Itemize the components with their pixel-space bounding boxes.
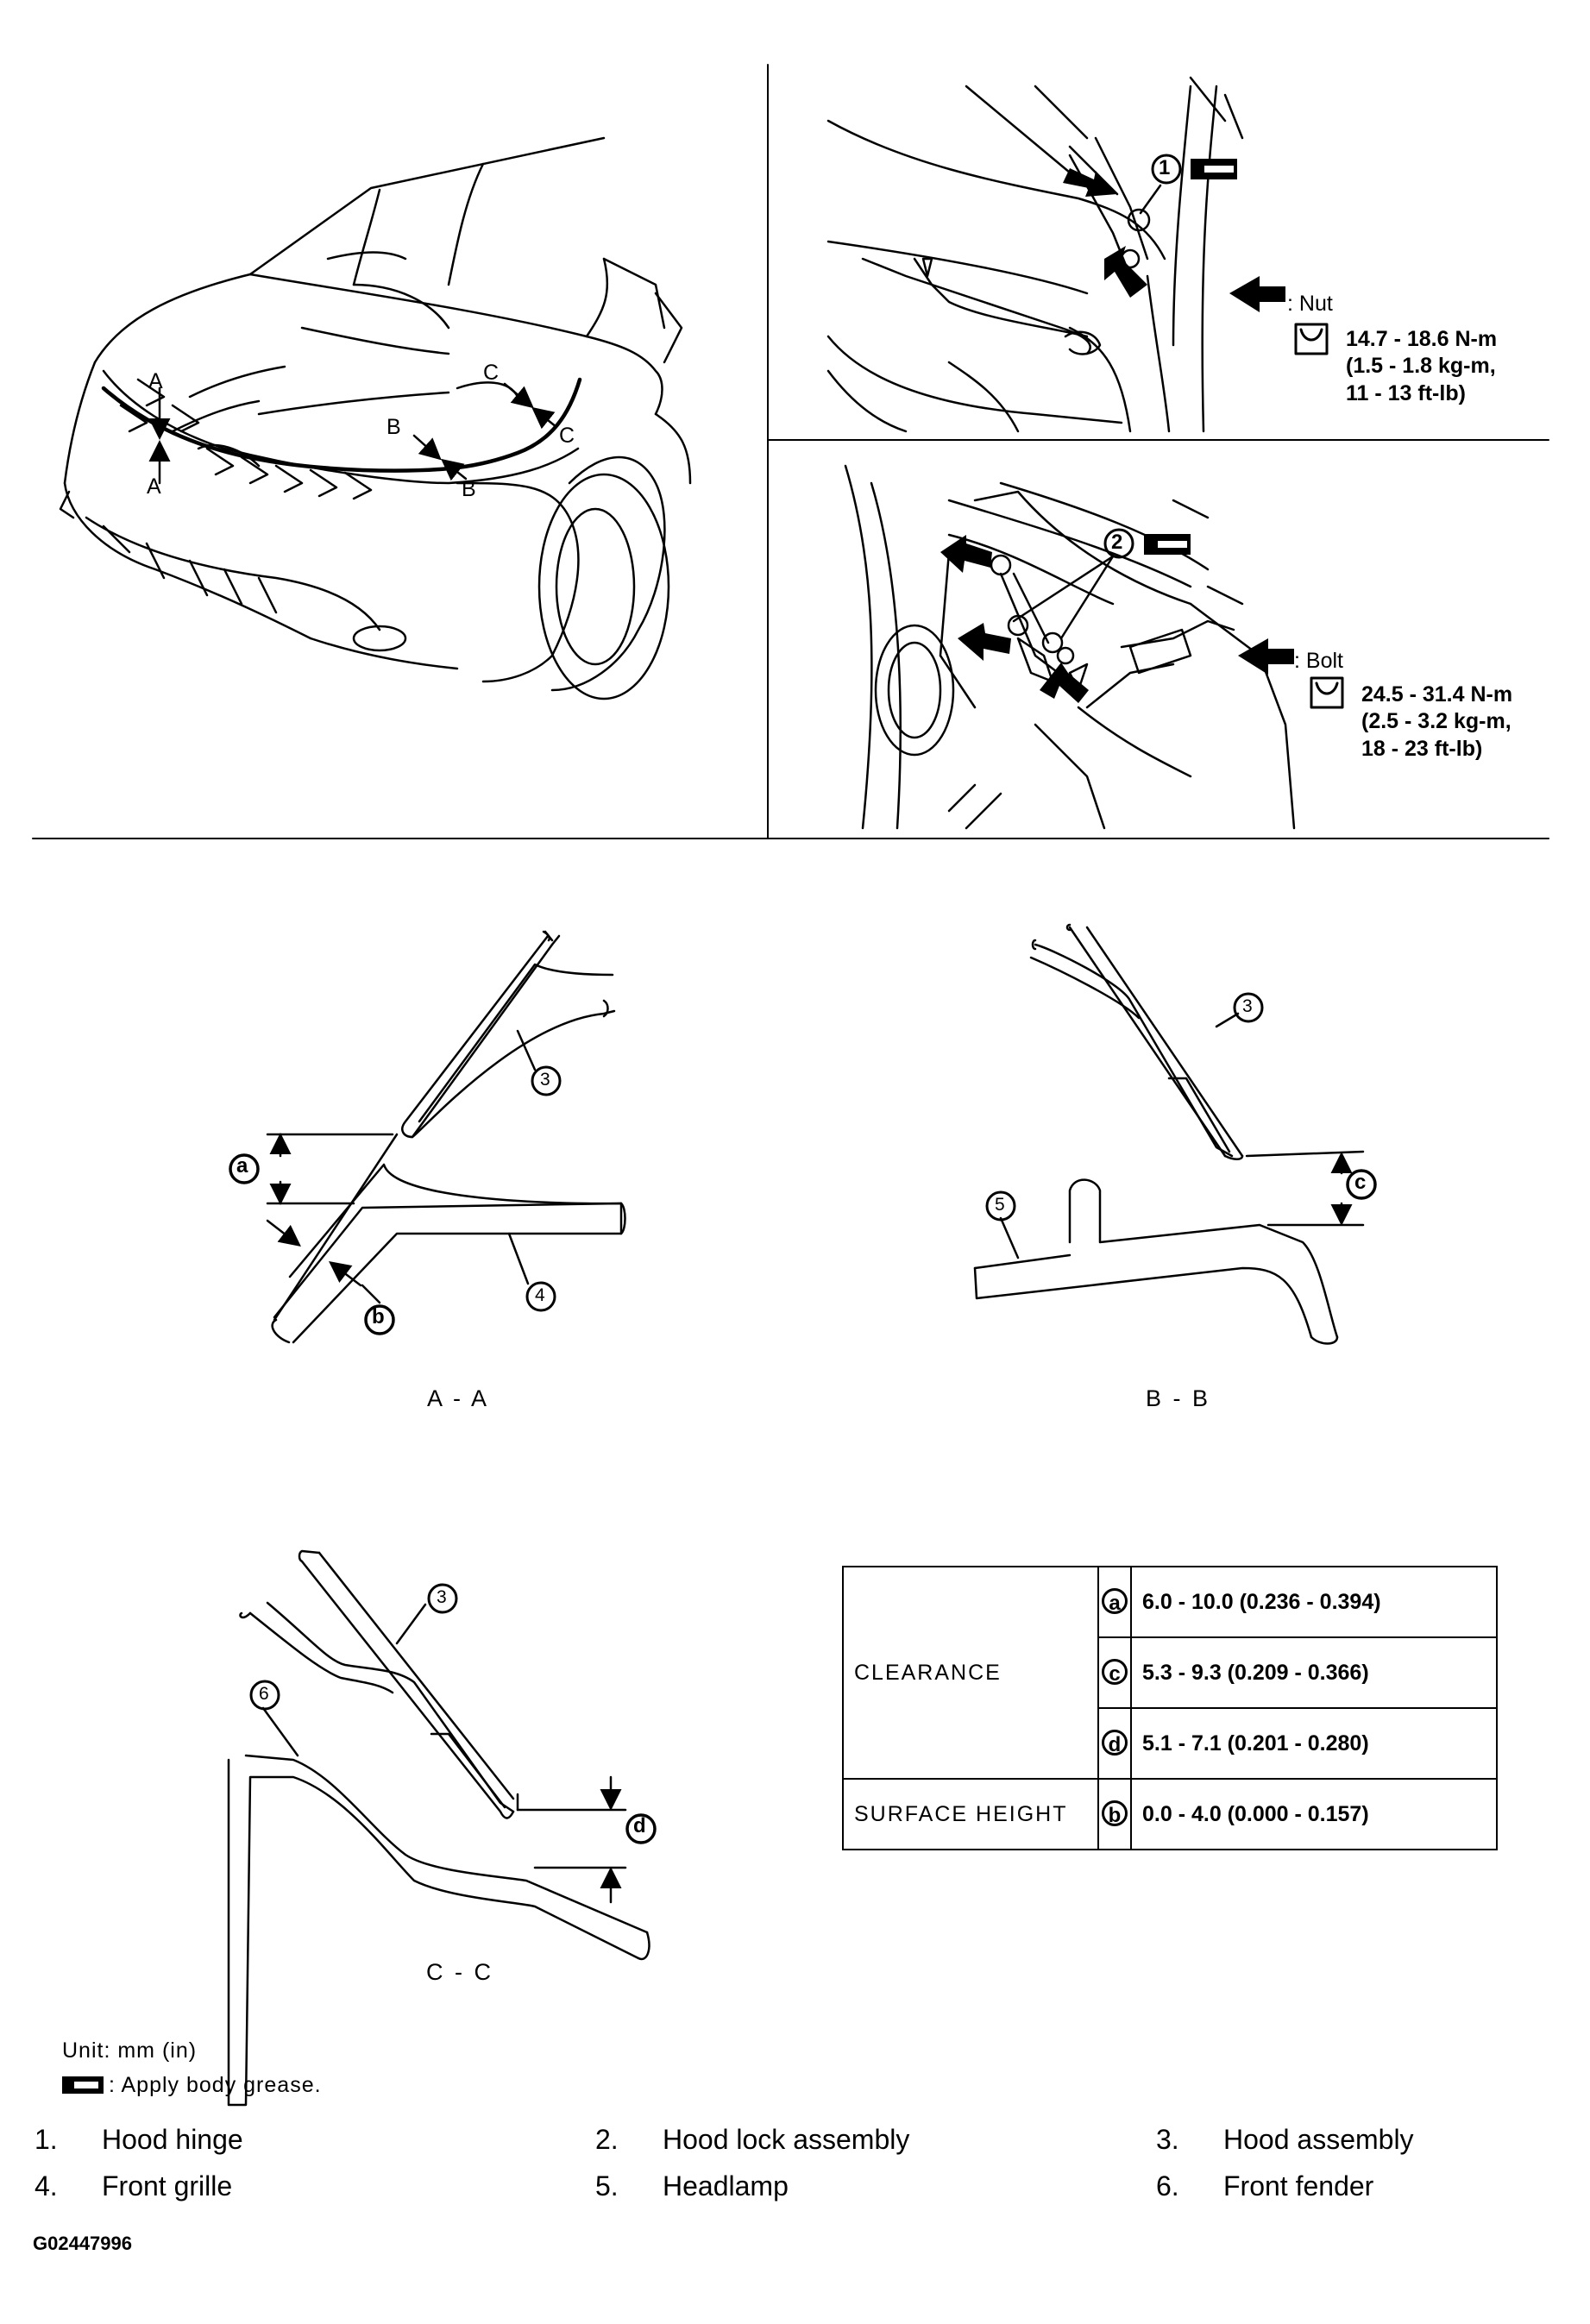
section-bb [973, 923, 1377, 1345]
callout-1: 1 [1159, 156, 1171, 179]
surface-height-value: 0.0 - 4.0 (0.000 - 0.157) [1130, 1778, 1498, 1850]
section-aa [229, 930, 626, 1344]
hood-hinge-detail [826, 76, 1329, 433]
list-item: 4.Front grille [35, 2170, 233, 2202]
nut-label: : Nut [1287, 292, 1333, 316]
callout-4: 4 [535, 1285, 545, 1305]
view-label-a-bottom: A [147, 474, 161, 499]
list-item: 2.Hood lock assembly [595, 2124, 910, 2155]
symbol-a: a [1102, 1588, 1128, 1615]
list-item: 1.Hood hinge [35, 2124, 243, 2155]
clearance-table: CLEARANCE a 6.0 - 10.0 (0.236 - 0.394) c… [842, 1566, 1498, 1850]
hood-lock-detail [844, 464, 1344, 830]
nut-torque-spec: 14.7 - 18.6 N-m (1.5 - 1.8 kg-m, 11 - 13… [1346, 326, 1497, 407]
notes: Unit: mm (in) : Apply body grease. [62, 2033, 322, 2102]
symbol-c: c [1102, 1659, 1128, 1686]
nut-torque-nm: 14.7 - 18.6 N-m [1346, 327, 1498, 351]
callout-c: c [1354, 1171, 1367, 1194]
view-label-b-top: B [387, 415, 401, 439]
callout-b: b [372, 1305, 385, 1328]
callout-5: 5 [995, 1195, 1005, 1215]
callout-3-cc: 3 [437, 1587, 447, 1607]
list-item: 6.Front fender [1156, 2170, 1374, 2202]
nut-torque-ftlb: 11 - 13 ft-lb) [1346, 380, 1466, 405]
car-front-view [59, 136, 692, 700]
clearance-d-value: 5.1 - 7.1 (0.201 - 0.280) [1130, 1707, 1498, 1780]
table-row: SURFACE HEIGHT b 0.0 - 4.0 (0.000 - 0.15… [842, 1778, 1498, 1850]
view-label-c-top: C [483, 361, 500, 385]
callout-2: 2 [1111, 531, 1123, 554]
callout-a: a [236, 1154, 248, 1178]
list-item: 3.Hood assembly [1156, 2124, 1414, 2155]
view-label-c-bottom: C [559, 424, 575, 448]
bolt-torque-kgm: (2.5 - 3.2 kg-m, [1361, 709, 1511, 734]
bolt-label: : Bolt [1294, 649, 1343, 673]
section-title-bb: B - B [1146, 1385, 1211, 1411]
view-label-a-top: A [148, 369, 163, 393]
frame-lines [32, 64, 1549, 839]
clearance-c-value: 5.3 - 9.3 (0.209 - 0.366) [1130, 1636, 1498, 1709]
symbol-d: d [1102, 1730, 1128, 1756]
section-title-aa: A - A [427, 1385, 490, 1411]
section-cc [227, 1549, 657, 2107]
clearance-label: CLEARANCE [842, 1566, 1099, 1780]
callout-d: d [633, 1814, 646, 1837]
table-row: d 5.1 - 7.1 (0.201 - 0.280) [843, 1707, 1498, 1780]
symbol-b: b [1102, 1800, 1128, 1827]
unit-note: Unit: mm (in) [62, 2038, 198, 2063]
section-title-cc: C - C [426, 1959, 493, 1985]
clearance-a-value: 6.0 - 10.0 (0.236 - 0.394) [1130, 1566, 1498, 1638]
callout-3-bb: 3 [1242, 996, 1253, 1016]
bolt-torque-ftlb: 18 - 23 ft-lb) [1361, 736, 1483, 761]
bolt-torque-nm: 24.5 - 31.4 N-m [1361, 682, 1513, 707]
body-grease-icon [62, 2076, 104, 2094]
list-item: 5.Headlamp [595, 2170, 789, 2202]
callout-6: 6 [259, 1684, 269, 1704]
bolt-torque-spec: 24.5 - 31.4 N-m (2.5 - 3.2 kg-m, 18 - 23… [1361, 681, 1512, 763]
surface-height-label: SURFACE HEIGHT [842, 1778, 1099, 1850]
grease-note: : Apply body grease. [109, 2072, 322, 2097]
view-label-b-bottom: B [462, 477, 476, 501]
table-row: c 5.3 - 9.3 (0.209 - 0.366) [843, 1636, 1498, 1709]
figure-id: G02447996 [33, 2233, 132, 2254]
nut-torque-kgm: (1.5 - 1.8 kg-m, [1346, 354, 1496, 379]
table-row: CLEARANCE a 6.0 - 10.0 (0.236 - 0.394) [842, 1566, 1498, 1780]
callout-3-aa: 3 [540, 1070, 550, 1090]
